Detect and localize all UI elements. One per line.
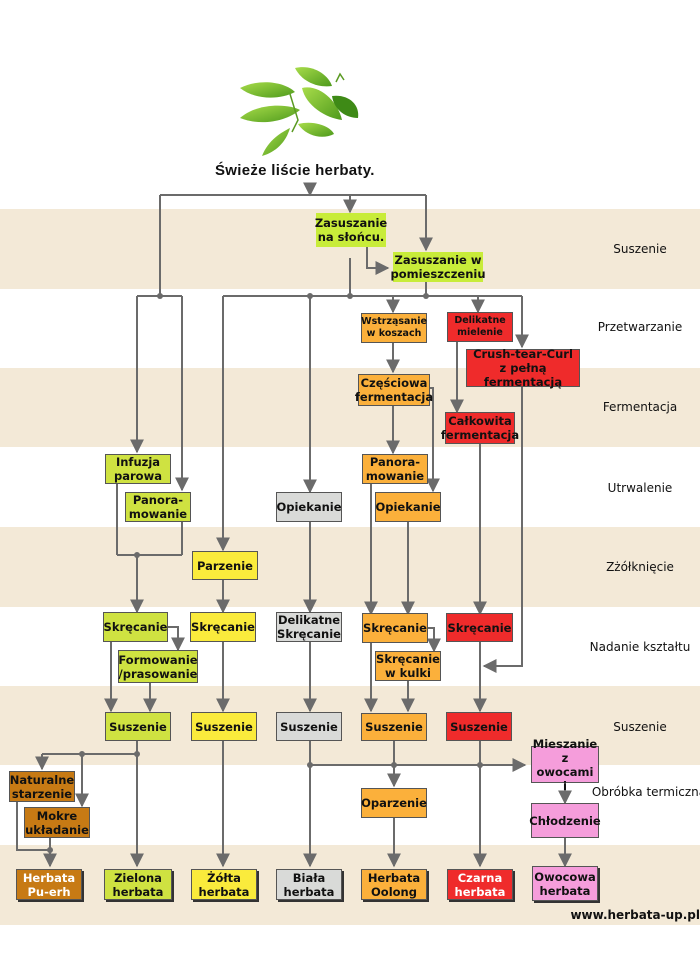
node-rolling-yellow[interactable]: Skręcanie	[190, 612, 256, 642]
node-cooling[interactable]: Chłodzenie	[529, 803, 601, 838]
node-rolling-green[interactable]: Skręcanie	[103, 612, 168, 642]
node-wet-piling[interactable]: Mokre układanie	[24, 807, 90, 838]
tea-black[interactable]: Czarna herbata	[447, 869, 513, 900]
node-drying-black[interactable]: Suszenie	[446, 712, 512, 741]
node-steaming-yellow[interactable]: Parzenie	[192, 551, 258, 580]
node-drying-green[interactable]: Suszenie	[105, 712, 171, 741]
node-forming-pressing[interactable]: Formowanie /prasowanie	[118, 650, 198, 683]
node-drying-yellow[interactable]: Suszenie	[191, 712, 257, 741]
node-roasting-oolong[interactable]: Opiekanie	[375, 492, 441, 522]
node-scalding[interactable]: Oparzenie	[361, 788, 427, 818]
stage-label-drying-2: Suszenie	[613, 720, 667, 734]
node-full-fermentation[interactable]: Całkowita fermentacja	[440, 412, 520, 444]
tea-yellow[interactable]: Żółta herbata	[191, 869, 257, 900]
node-ball-rolling[interactable]: Skręcanie w kulki	[375, 651, 441, 681]
node-drying-oolong[interactable]: Suszenie	[361, 713, 427, 741]
node-drying-white[interactable]: Suszenie	[276, 712, 342, 741]
tea-oolong[interactable]: Herbata Oolong	[361, 869, 427, 900]
node-pan-firing-oolong[interactable]: Panora-mowanie	[362, 454, 428, 484]
node-basket-shaking[interactable]: Wstrząsanie w koszach	[361, 313, 427, 343]
node-rolling-oolong[interactable]: Skręcanie	[362, 613, 428, 643]
node-steam-infusion[interactable]: Infuzja parowa	[105, 454, 171, 484]
node-delicate-grinding[interactable]: Delikatne mielenie	[447, 312, 513, 342]
node-natural-aging[interactable]: Naturalne starzenie	[9, 771, 75, 802]
stage-label-heat-treatment: Obróbka termiczna	[591, 785, 700, 799]
stage-label-drying-1: Suszenie	[613, 242, 667, 256]
node-fruit-mixing[interactable]: Mieszanie z owocami i	[531, 737, 599, 793]
node-crush-tear-curl[interactable]: Crush-tear-Curl z pełną fermentacją	[466, 347, 580, 389]
tea-puerh[interactable]: Herbata Pu-erh	[16, 869, 82, 900]
node-pan-firing-green[interactable]: Panora-mowanie	[125, 492, 191, 522]
tea-fruit[interactable]: Owocowa herbata	[532, 866, 598, 901]
band-processing	[0, 289, 700, 368]
stage-label-processing: Przetwarzanie	[597, 320, 683, 334]
page-title: Świeże liście herbaty.	[215, 162, 375, 179]
node-partial-fermentation[interactable]: Częściowa fermentacja	[354, 374, 434, 406]
tea-green[interactable]: Zielona herbata	[104, 869, 172, 900]
node-delicate-rolling[interactable]: Delikatne Skręcanie	[276, 612, 342, 642]
node-indoor-drying[interactable]: Zasuszanie w pomieszczeniu	[390, 252, 486, 282]
website-link[interactable]: www.herbata-up.pl	[570, 908, 700, 922]
stage-label-yellowing: Zżółknięcie	[606, 560, 674, 574]
stage-label-shaping: Nadanie kształtu	[589, 640, 691, 654]
stage-label-fermentation: Fermentacja	[602, 400, 678, 414]
node-rolling-black[interactable]: Skręcanie	[446, 613, 513, 642]
node-sun-drying[interactable]: Zasuszanie na słońcu.	[315, 213, 387, 247]
band-fermentation	[0, 368, 700, 447]
tea-leaves-icon	[240, 67, 359, 156]
node-roasting-white[interactable]: Opiekanie	[276, 492, 342, 522]
tea-white[interactable]: Biała herbata	[276, 869, 342, 900]
stage-label-fixing: Utrwalenie	[607, 481, 673, 495]
